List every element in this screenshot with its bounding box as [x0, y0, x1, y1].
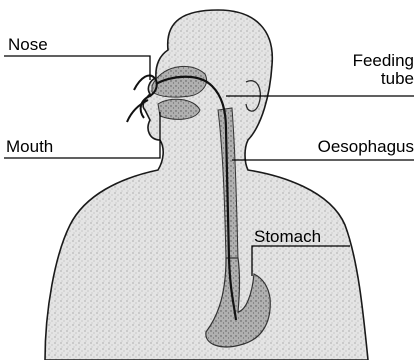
label-mouth: Mouth [6, 137, 53, 156]
body-silhouette [45, 10, 368, 360]
label-stomach: Stomach [254, 227, 321, 246]
leader-nose [4, 56, 150, 80]
label-feeding-tube-line2: tube [381, 69, 414, 88]
label-oesophagus: Oesophagus [318, 137, 414, 156]
label-nose: Nose [8, 35, 48, 54]
label-feeding-tube-line1: Feeding [353, 51, 414, 70]
